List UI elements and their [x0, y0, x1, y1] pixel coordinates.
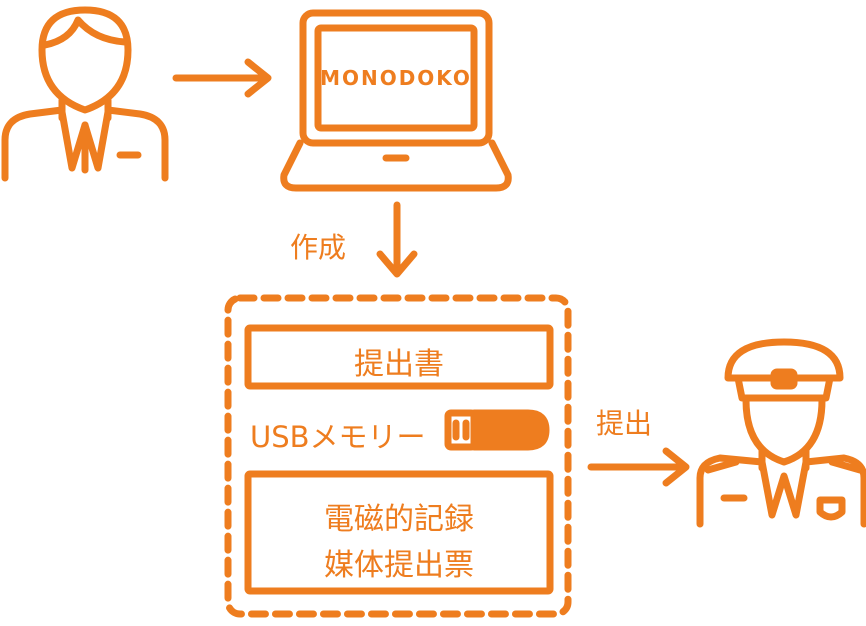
package-frame	[224, 294, 572, 618]
arrow-to-officer	[587, 447, 690, 487]
usb-memory-icon	[444, 409, 550, 451]
laptop-brand-text: MONODOKO	[320, 66, 472, 90]
document-bottom-line2: 媒体提出票	[324, 548, 474, 583]
document-top-label: 提出書	[354, 347, 444, 382]
customs-officer-icon	[696, 338, 866, 528]
submit-label: 提出	[596, 407, 653, 440]
create-label: 作成	[290, 231, 347, 264]
arrow-to-package	[376, 201, 418, 278]
document-bottom-line1: 電磁的記録	[324, 502, 474, 537]
laptop-icon	[280, 9, 512, 192]
businessman-icon	[1, 6, 169, 182]
document-box-bottom	[244, 470, 554, 595]
usb-memory-label: USBメモリー	[250, 420, 426, 454]
arrow-to-laptop	[172, 58, 272, 98]
document-box-top	[244, 324, 554, 390]
